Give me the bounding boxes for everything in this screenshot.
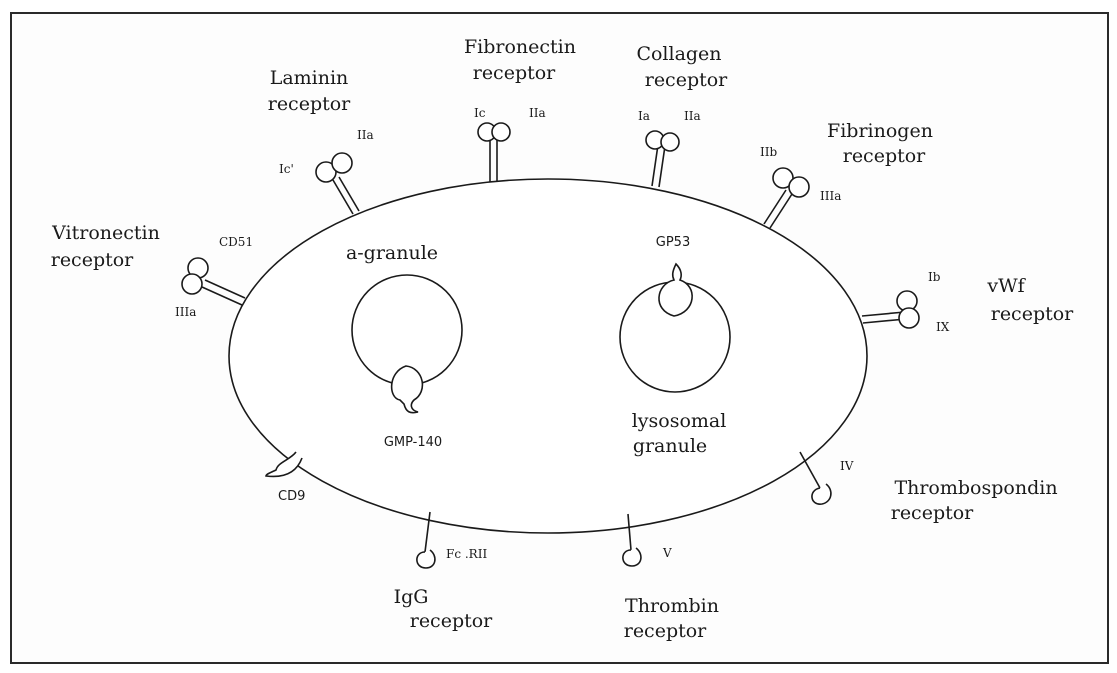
svg-text:IgG: IgG bbox=[394, 586, 429, 608]
collagen-receptor-shape bbox=[646, 131, 679, 187]
svg-text:Laminin: Laminin bbox=[270, 67, 349, 89]
svg-text:Thrombospondin: Thrombospondin bbox=[894, 477, 1057, 499]
svg-text:IIa: IIa bbox=[357, 128, 374, 142]
laminin-label: Laminin receptor Ic' IIa bbox=[268, 67, 374, 176]
laminin-receptor-shape bbox=[316, 153, 359, 214]
svg-text:IIb: IIb bbox=[760, 145, 777, 159]
svg-text:receptor: receptor bbox=[268, 93, 351, 115]
svg-text:Thrombin: Thrombin bbox=[625, 595, 719, 617]
svg-text:Ic: Ic bbox=[474, 106, 486, 120]
collagen-label: Collagen receptor Ia IIa bbox=[636, 43, 728, 123]
gmp140-label: GMP-140 bbox=[384, 435, 442, 450]
svg-text:CD51: CD51 bbox=[219, 235, 253, 249]
svg-text:Vitronectin: Vitronectin bbox=[51, 222, 160, 244]
cd9-label: CD9 bbox=[278, 489, 305, 504]
svg-text:receptor: receptor bbox=[410, 610, 493, 632]
fibrinogen-receptor-shape bbox=[764, 168, 809, 228]
svg-text:Collagen: Collagen bbox=[636, 43, 721, 65]
igg-label: IgG receptor Fc .RII bbox=[394, 547, 494, 632]
svg-text:receptor: receptor bbox=[51, 249, 134, 271]
svg-text:Ib: Ib bbox=[928, 270, 941, 284]
svg-text:Ic': Ic' bbox=[279, 162, 294, 176]
svg-text:IIIa: IIIa bbox=[820, 189, 841, 203]
svg-text:Fc .RII: Fc .RII bbox=[446, 547, 487, 561]
svg-text:vWf: vWf bbox=[986, 275, 1026, 297]
svg-text:IX: IX bbox=[936, 320, 950, 334]
svg-text:receptor: receptor bbox=[473, 62, 556, 84]
svg-text:Fibronectin: Fibronectin bbox=[464, 36, 576, 58]
svg-text:receptor: receptor bbox=[891, 502, 974, 524]
thrombospondin-receptor-shape bbox=[800, 452, 831, 504]
alpha-granule-title: a-granule bbox=[346, 242, 438, 264]
vitronectin-label: Vitronectin receptor CD51 IIIa bbox=[51, 222, 253, 319]
vitronectin-receptor-shape bbox=[182, 258, 245, 305]
vwf-label: vWf receptor Ib IX bbox=[928, 270, 1074, 334]
svg-text:Fibrinogen: Fibrinogen bbox=[827, 120, 933, 142]
svg-text:Ia: Ia bbox=[638, 109, 650, 123]
lysosomal-title-line2: granule bbox=[633, 435, 707, 457]
fibronectin-receptor-shape bbox=[478, 123, 510, 182]
vwf-receptor-shape bbox=[862, 291, 919, 328]
svg-text:IIIa: IIIa bbox=[175, 305, 196, 319]
svg-text:IIa: IIa bbox=[684, 109, 701, 123]
platelet-cell-membrane bbox=[229, 179, 867, 533]
svg-text:receptor: receptor bbox=[645, 69, 728, 91]
thrombospondin-label: Thrombospondin receptor IV bbox=[840, 459, 1058, 524]
svg-text:receptor: receptor bbox=[624, 620, 707, 642]
gp53-label: GP53 bbox=[656, 235, 690, 250]
lysosomal-title-line1: lysosomal bbox=[632, 410, 727, 432]
svg-text:receptor: receptor bbox=[843, 145, 926, 167]
svg-text:IV: IV bbox=[840, 459, 854, 473]
fibronectin-label: Fibronectin receptor Ic IIa bbox=[464, 36, 576, 120]
svg-text:IIa: IIa bbox=[529, 106, 546, 120]
svg-text:V: V bbox=[662, 546, 672, 560]
svg-text:receptor: receptor bbox=[991, 303, 1074, 325]
